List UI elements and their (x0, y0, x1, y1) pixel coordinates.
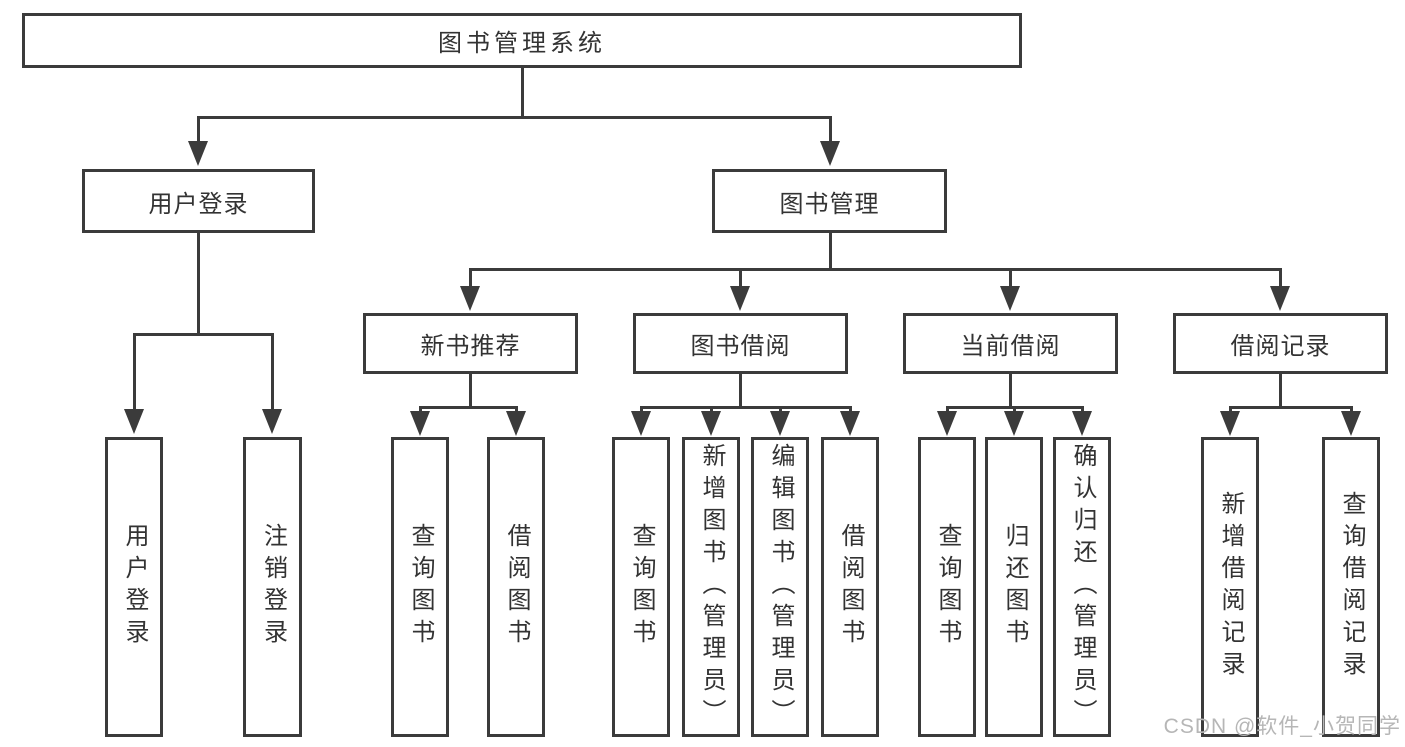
node-borrow-records: 借阅记录 (1173, 313, 1388, 374)
leaf-user-login-label: 用户登录 (121, 523, 148, 651)
leaf-query-books-newbook-label: 查询图书 (407, 523, 434, 651)
connector-line (469, 374, 472, 408)
connector-line (829, 116, 832, 144)
leaf-return-books: 归还图书 (985, 437, 1043, 737)
node-current-borrowing-label: 当前借阅 (960, 333, 1061, 360)
connector-line (829, 233, 832, 270)
node-user-login-label: 用户登录 (148, 190, 249, 218)
leaf-user-login: 用户登录 (105, 437, 163, 737)
node-user-login: 用户登录 (82, 169, 315, 233)
leaf-logout: 注销登录 (243, 437, 302, 737)
leaf-add-books-admin-label: 新增图书（管理员） (698, 443, 725, 731)
connector-line (1009, 374, 1012, 408)
connector-line (640, 406, 852, 409)
connector-line (469, 268, 472, 288)
connector-line (271, 333, 274, 411)
arrowhead (262, 409, 282, 434)
node-current-borrowing: 当前借阅 (903, 313, 1118, 374)
leaf-query-borrow-record-label: 查询借阅记录 (1338, 491, 1365, 683)
node-borrow-records-label: 借阅记录 (1230, 333, 1331, 360)
node-new-book-recommend-label: 新书推荐 (420, 333, 521, 360)
leaf-add-borrow-record-label: 新增借阅记录 (1217, 491, 1244, 683)
node-book-management-label: 图书管理 (779, 190, 880, 218)
connector-line (1009, 268, 1012, 288)
leaf-query-books-borrow: 查询图书 (612, 437, 670, 737)
connector-line (1229, 406, 1353, 409)
leaf-add-books-admin: 新增图书（管理员） (682, 437, 740, 737)
arrowhead (1000, 286, 1020, 311)
arrowhead (506, 411, 526, 436)
connector-line (521, 68, 524, 118)
leaf-borrow-books-label: 借阅图书 (837, 523, 864, 651)
leaf-edit-books-admin: 编辑图书（管理员） (751, 437, 809, 737)
node-new-book-recommend: 新书推荐 (363, 313, 578, 374)
node-library-system: 图书管理系统 (22, 13, 1022, 68)
leaf-confirm-return-admin: 确认归还（管理员） (1053, 437, 1111, 737)
arrowhead (1220, 411, 1240, 436)
arrowhead (770, 411, 790, 436)
arrowhead (124, 409, 144, 434)
arrowhead (820, 141, 840, 166)
arrowhead (840, 411, 860, 436)
connector-line (1279, 374, 1282, 408)
arrowhead (1072, 411, 1092, 436)
arrowhead (410, 411, 430, 436)
arrowhead (188, 141, 208, 166)
arrowhead (1341, 411, 1361, 436)
leaf-query-books-current-label: 查询图书 (934, 523, 961, 651)
connector-line (133, 333, 274, 336)
node-book-borrowing-label: 图书借阅 (690, 333, 791, 360)
leaf-borrow-books: 借阅图书 (821, 437, 879, 737)
connector-line (419, 406, 518, 409)
leaf-edit-books-admin-label: 编辑图书（管理员） (767, 443, 794, 731)
csdn-watermark: CSDN @软件_小贺同学 (1163, 715, 1401, 738)
leaf-return-books-label: 归还图书 (1001, 523, 1028, 651)
leaf-query-books-current: 查询图书 (918, 437, 976, 737)
arrowhead (631, 411, 651, 436)
leaf-query-books-newbook: 查询图书 (391, 437, 449, 737)
node-library-system-label: 图书管理系统 (438, 30, 606, 57)
connector-line (1279, 268, 1282, 288)
leaf-add-borrow-record: 新增借阅记录 (1201, 437, 1259, 737)
connector-line (197, 116, 200, 144)
arrowhead (460, 286, 480, 311)
connector-line (133, 333, 136, 411)
connector-line (469, 268, 1282, 271)
leaf-logout-label: 注销登录 (259, 523, 287, 651)
connector-line (197, 116, 832, 119)
node-book-management: 图书管理 (712, 169, 947, 233)
arrowhead (937, 411, 957, 436)
arrowhead (730, 286, 750, 311)
leaf-borrow-books-newbook: 借阅图书 (487, 437, 545, 737)
leaf-query-borrow-record: 查询借阅记录 (1322, 437, 1380, 737)
arrowhead (1270, 286, 1290, 311)
leaf-borrow-books-newbook-label: 借阅图书 (503, 523, 530, 651)
node-book-borrowing: 图书借阅 (633, 313, 848, 374)
arrowhead (1004, 411, 1024, 436)
leaf-query-books-borrow-label: 查询图书 (628, 523, 655, 651)
arrowhead (701, 411, 721, 436)
connector-line (739, 268, 742, 288)
leaf-confirm-return-admin-label: 确认归还（管理员） (1069, 443, 1096, 731)
connector-line (197, 233, 200, 335)
connector-line (739, 374, 742, 408)
